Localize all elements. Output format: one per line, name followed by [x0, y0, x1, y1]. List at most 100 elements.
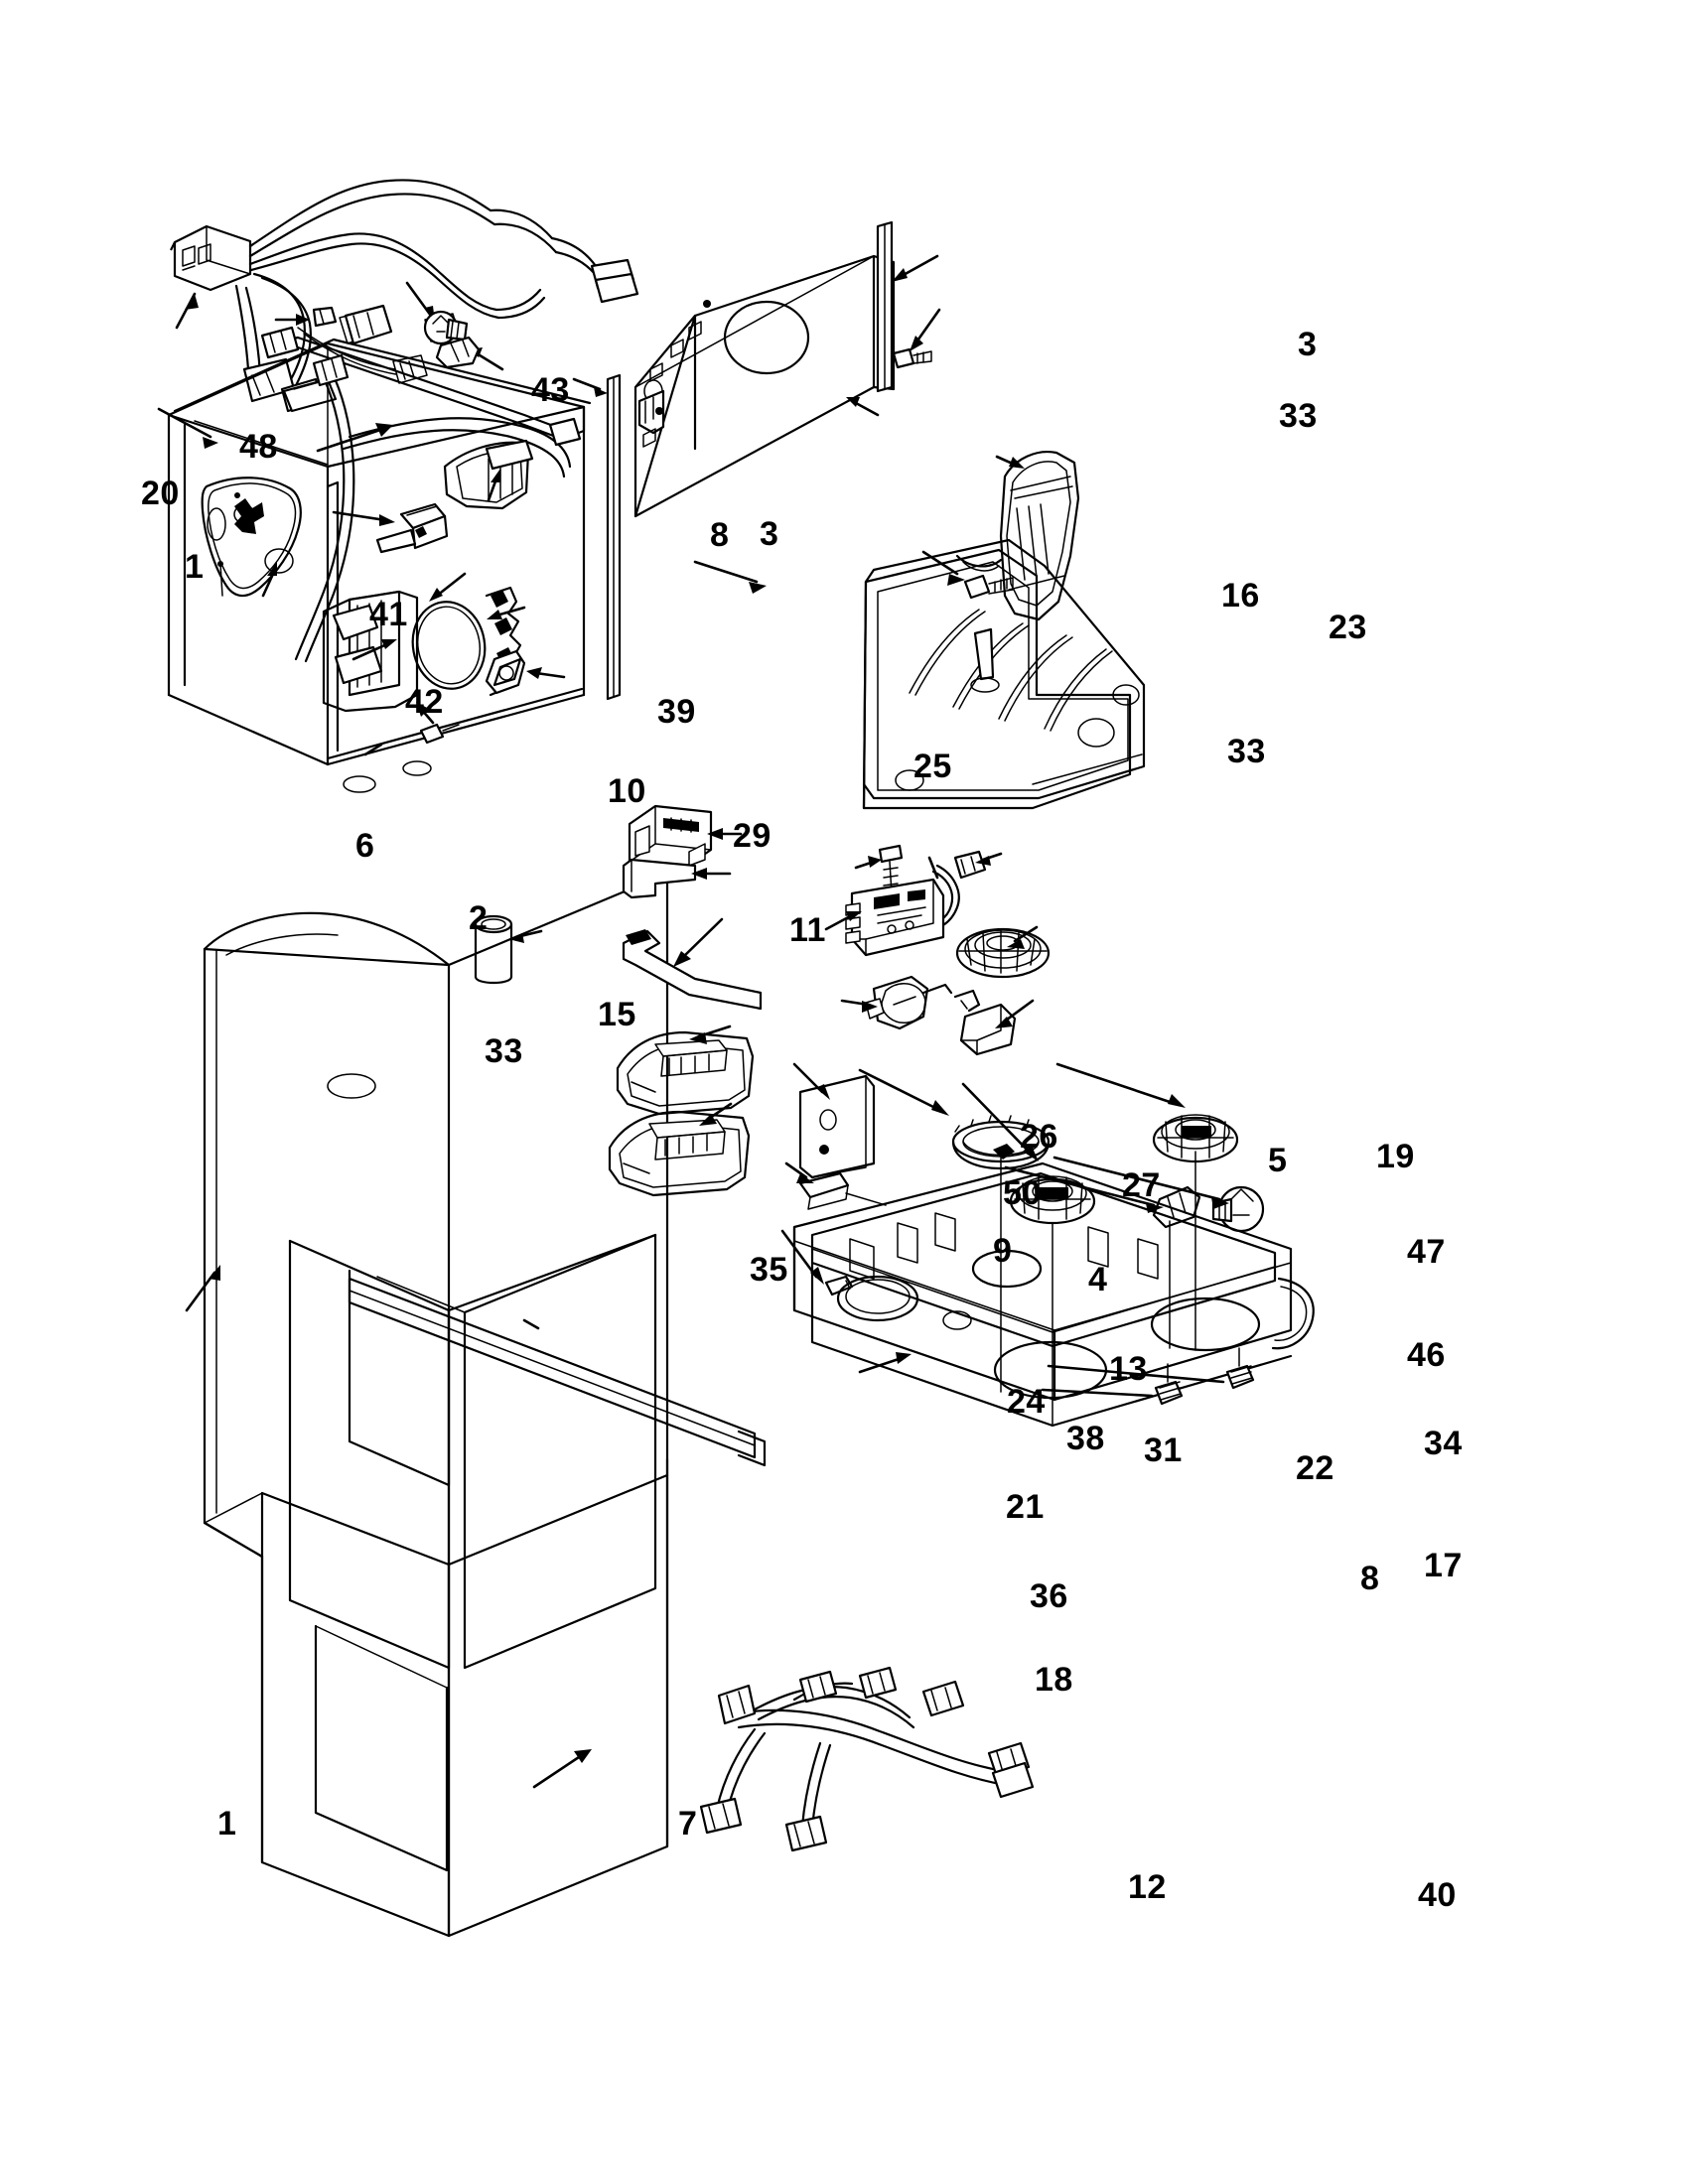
- callout-10: 10: [608, 772, 646, 810]
- callout-16: 16: [1221, 577, 1260, 614]
- part-bushing-35: [474, 914, 513, 985]
- leader-7-dummy: [522, 1318, 540, 1330]
- part-lamp-socket-8b: [1152, 1185, 1201, 1229]
- callout-2: 2: [469, 899, 489, 937]
- callout-39: 39: [657, 693, 696, 731]
- part-light-shield-39: [443, 439, 534, 510]
- callout-7: 7: [678, 1805, 698, 1843]
- callout-31: 31: [1144, 1432, 1183, 1469]
- leader-1a: [157, 407, 212, 439]
- part-trim-strip-3a: [606, 373, 622, 701]
- leader-11: [534, 671, 566, 679]
- callout-8a: 8: [710, 516, 730, 554]
- callout-19: 19: [1376, 1138, 1415, 1175]
- leader-36: [784, 1161, 808, 1179]
- liner-inner-cutout: [201, 477, 302, 598]
- leader-40b: [1047, 1364, 1225, 1384]
- part-mounting-bracket-50: [622, 858, 697, 899]
- callout-23: 23: [1329, 609, 1367, 646]
- callout-1a: 1: [185, 548, 205, 586]
- leader-2b: [351, 641, 391, 661]
- part-defrost-control-26: [628, 804, 713, 870]
- leader-29: [494, 606, 526, 617]
- callout-12: 12: [1128, 1868, 1167, 1906]
- part-clip-48: [312, 306, 338, 328]
- leader-33b: [913, 308, 941, 345]
- part-screw-33c: [963, 574, 1014, 693]
- leader-18: [780, 1229, 818, 1279]
- callout-6: 6: [355, 827, 375, 865]
- callout-11: 11: [789, 911, 826, 949]
- part-bracket-42: [375, 502, 449, 554]
- part-liner-cabinet-upper: [167, 338, 592, 766]
- leader-4: [824, 913, 854, 931]
- callout-33c: 33: [1227, 733, 1266, 770]
- leader-17: [1052, 1156, 1221, 1201]
- callout-43: 43: [531, 371, 570, 409]
- part-shelf-rail: [348, 1277, 767, 1467]
- part-wire-harness-7: [699, 1666, 1035, 1852]
- part-lever-13: [865, 975, 953, 1030]
- callout-48: 48: [239, 428, 278, 466]
- leader-1b: [185, 1271, 216, 1312]
- callout-36: 36: [1030, 1577, 1068, 1615]
- leader-16: [854, 401, 880, 417]
- part-control-board-4: [845, 878, 945, 957]
- part-insulation-pad-38: [798, 1074, 876, 1179]
- leader-8a: [475, 351, 504, 371]
- leader-22: [961, 1082, 1033, 1156]
- leader-42: [332, 510, 387, 522]
- callout-17: 17: [1424, 1547, 1463, 1584]
- leader-31: [858, 1068, 941, 1112]
- part-tubing-41: [260, 326, 582, 663]
- leader-7: [532, 1753, 584, 1789]
- leader-3a: [572, 377, 602, 391]
- callout-25: 25: [913, 748, 952, 785]
- callout-15: 15: [598, 996, 636, 1033]
- leader-47: [1013, 925, 1039, 943]
- leader-25: [693, 560, 759, 584]
- part-lamp-bulb-43: [423, 310, 469, 345]
- part-screw-33b: [892, 347, 932, 369]
- callout-29: 29: [733, 817, 772, 855]
- callout-27: 27: [1122, 1166, 1161, 1204]
- callout-4: 4: [1088, 1261, 1108, 1298]
- callout-8b: 8: [1360, 1560, 1380, 1597]
- leader-10: [435, 572, 467, 598]
- callout-22: 22: [1296, 1449, 1334, 1487]
- part-base-assembly-12: [792, 1151, 1315, 1428]
- callout-33a: 33: [485, 1032, 523, 1070]
- leader-40a: [1041, 1388, 1154, 1398]
- callout-40: 40: [1418, 1876, 1457, 1914]
- callout-33b: 33: [1279, 397, 1318, 435]
- part-spacer-36: [798, 1171, 887, 1210]
- callout-47: 47: [1407, 1233, 1446, 1271]
- leader-3b: [900, 254, 939, 278]
- leader-34: [1055, 1062, 1178, 1106]
- arrow-20: [185, 294, 199, 310]
- callout-46: 46: [1407, 1336, 1446, 1374]
- callout-50: 50: [1003, 1174, 1042, 1212]
- leader-12: [858, 1356, 904, 1374]
- callout-26: 26: [1020, 1118, 1058, 1156]
- part-air-duct-21: [608, 1110, 751, 1197]
- part-wire-harness: [170, 179, 639, 413]
- callout-24: 24: [1007, 1383, 1046, 1421]
- part-connector-19: [953, 850, 987, 880]
- callout-13: 13: [1109, 1350, 1148, 1388]
- part-rear-panel-16: [633, 254, 896, 518]
- part-trim-strip-3b: [876, 220, 894, 393]
- leader-9: [679, 917, 724, 961]
- callout-5: 5: [1268, 1142, 1288, 1179]
- leader-41: [316, 427, 385, 453]
- callout-35: 35: [750, 1251, 788, 1289]
- part-air-duct-24: [616, 1030, 755, 1116]
- callout-41: 41: [369, 596, 408, 633]
- part-drain-clip-9: [622, 929, 763, 1011]
- callout-42: 42: [405, 683, 444, 721]
- callout-20: 20: [141, 475, 180, 512]
- part-lamp-socket-8: [435, 336, 481, 369]
